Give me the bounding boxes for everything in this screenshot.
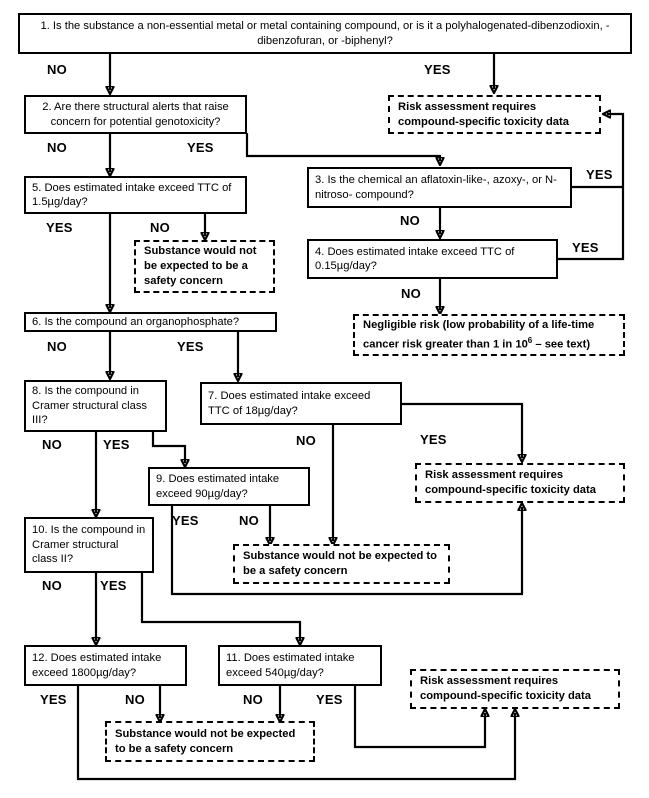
node-q2-label: 2. Are there structural alerts that rais… [42,101,229,128]
node-q4[interactable]: 4. Does estimated intake exceed TTC of 0… [307,239,558,279]
edge-label-q7-yes: YES [420,432,447,447]
edge-label-q5-no: NO [150,220,170,235]
node-q1-label: 1. Is the substance a non-essential meta… [40,20,610,47]
edge-label-q11-yes: YES [316,692,343,707]
edge-label-q10-no: NO [42,578,62,593]
node-q9[interactable]: 9. Does estimated intake exceed 90µg/day… [148,467,310,506]
edge-label-q1-yes: YES [424,62,451,77]
node-q11[interactable]: 11. Does estimated intake exceed 540µg/d… [218,645,382,686]
negligible-text-pre: Negligible risk (low probability of a li… [363,318,595,351]
node-q10-label: 10. Is the compound in Cramer structural… [32,524,146,566]
node-q6-label: 6. Is the compound an organophosphate? [32,315,240,328]
outcome-risk3[interactable]: Risk assessment requires compound-specif… [410,669,620,709]
edge-label-q6-yes: YES [177,339,204,354]
node-q3[interactable]: 3. Is the chemical an aflatoxin-like-, a… [307,167,572,208]
edge-label-q2-no: NO [47,140,67,155]
outcome-safe1-label: Substance would not be expected to be a … [144,245,257,287]
node-q3-label: 3. Is the chemical an aflatoxin-like-, a… [315,174,557,201]
edge-label-q9-yes: YES [172,513,199,528]
edge-label-q10-yes: YES [100,578,127,593]
node-q4-label: 4. Does estimated intake exceed TTC of 0… [315,245,515,273]
outcome-safe3-label: Substance would not be expected to be a … [115,727,296,755]
outcome-risk3-label: Risk assessment requires compound-specif… [420,675,591,702]
edge-label-q4-yes: YES [572,240,599,255]
node-q12-label: 12. Does estimated intake exceed 1800µg/… [32,652,162,679]
node-q8-label: 8. Is the compound in Cramer structural … [32,385,148,427]
node-q2[interactable]: 2. Are there structural alerts that rais… [24,95,247,134]
outcome-risk2-label: Risk assessment requires compound-specif… [425,469,596,496]
outcome-safe1[interactable]: Substance would not be expected to be a … [134,240,275,293]
node-q1[interactable]: 1. Is the substance a non-essential meta… [18,13,632,54]
negligible-exponent: 6 [527,335,533,345]
edge-label-q7-no: NO [296,433,316,448]
node-q10[interactable]: 10. Is the compound in Cramer structural… [24,517,154,573]
edge-label-q12-yes: YES [40,692,67,707]
node-q7[interactable]: 7. Does estimated intake exceed TTC of 1… [200,382,402,425]
outcome-risk1[interactable]: Risk assessment requires compound-specif… [388,95,601,134]
outcome-risk1-label: Risk assessment requires compound-specif… [398,100,569,128]
edge-label-q2-yes: YES [187,140,214,155]
edge-label-q1-no: NO [47,62,67,77]
node-q7-label: 7. Does estimated intake exceed TTC of 1… [208,390,371,417]
edge-label-q4-no: NO [401,286,421,301]
edge-label-q3-yes: YES [586,167,613,182]
outcome-risk2[interactable]: Risk assessment requires compound-specif… [415,463,625,503]
edge-label-q3-no: NO [400,213,420,228]
edge-label-q12-no: NO [125,692,145,707]
outcome-negligible-label: Negligible risk (low probability of a li… [363,318,615,353]
node-q6[interactable]: 6. Is the compound an organophosphate? [24,312,277,332]
node-q11-label: 11. Does estimated intake exceed 540µg/d… [226,652,355,679]
outcome-safe3[interactable]: Substance would not be expected to be a … [105,721,315,762]
node-q8[interactable]: 8. Is the compound in Cramer structural … [24,380,167,432]
node-q12[interactable]: 12. Does estimated intake exceed 1800µg/… [24,645,187,686]
outcome-safe2-label: Substance would not be expected to be a … [243,550,437,577]
edge-label-q9-no: NO [239,513,259,528]
node-q5[interactable]: 5. Does estimated intake exceed TTC of 1… [24,176,247,214]
node-q5-label: 5. Does estimated intake exceed TTC of 1… [32,181,232,209]
edge-label-q6-no: NO [47,339,67,354]
edge-label-q8-no: NO [42,437,62,452]
outcome-negligible[interactable]: Negligible risk (low probability of a li… [353,314,625,356]
negligible-text-post: – see text) [532,338,591,351]
edge-label-q5-yes: YES [46,220,73,235]
edge-label-q11-no: NO [243,692,263,707]
node-q9-label: 9. Does estimated intake exceed 90µg/day… [156,473,280,500]
edge-label-q8-yes: YES [103,437,130,452]
outcome-safe2[interactable]: Substance would not be expected to be a … [233,544,450,584]
